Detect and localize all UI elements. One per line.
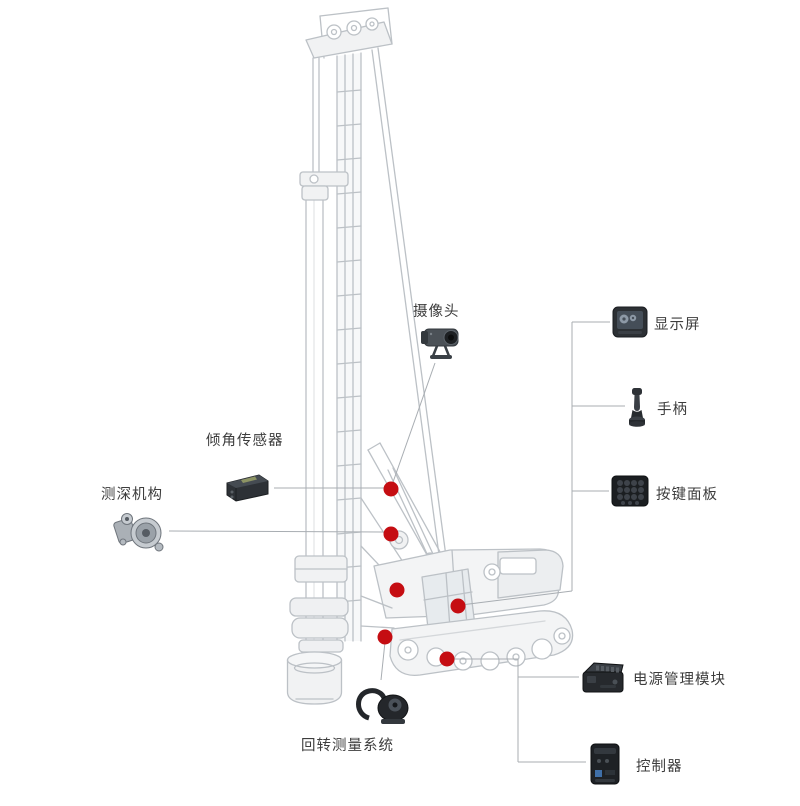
depth-mechanism-label: 测深机构: [101, 487, 163, 503]
tilt-sensor-icon: [222, 468, 272, 506]
keypad-icon: [611, 474, 649, 508]
mast-foot: [360, 595, 395, 629]
camera-connector: [391, 362, 436, 486]
callout-dot-mast-upper: [383, 481, 399, 497]
display-label: 显示屏: [654, 317, 701, 333]
crawler-track: [389, 610, 574, 677]
camera-label: 摄像头: [413, 304, 460, 320]
power-module-icon: [581, 659, 625, 695]
mast: [336, 52, 362, 642]
rotary-encoder-icon: [353, 682, 411, 726]
rotary-drive: [289, 555, 349, 653]
keypad-label: 按键面板: [656, 487, 718, 503]
tilt-sensor-label: 倾角传感器: [206, 433, 284, 449]
rotary-system-connector: [380, 641, 386, 681]
joystick-icon: [627, 387, 647, 427]
depth-mechanism-connector: [168, 530, 389, 533]
handle-label: 手柄: [657, 402, 688, 418]
display-icon: [612, 306, 648, 338]
drill-bucket: [286, 651, 343, 705]
pulley-icon: [113, 506, 167, 554]
callout-dot-deck: [377, 629, 393, 645]
callout-dot-mast-lower: [389, 582, 405, 598]
camera-icon: [420, 322, 466, 362]
mast-crown-assembly: [305, 7, 393, 59]
hoist-cables: [312, 47, 448, 571]
controller-icon: [588, 742, 622, 786]
callout-dot-cab: [450, 598, 466, 614]
rotary-system-label: 回转测量系统: [301, 738, 394, 754]
callout-dot-track: [439, 651, 455, 667]
power-module-label: 电源管理模块: [633, 672, 726, 688]
controller-label: 控制器: [636, 759, 683, 775]
mast-fill: [337, 53, 361, 641]
right-group-lead: [460, 590, 573, 606]
callout-dot-mast-mid: [383, 526, 399, 542]
